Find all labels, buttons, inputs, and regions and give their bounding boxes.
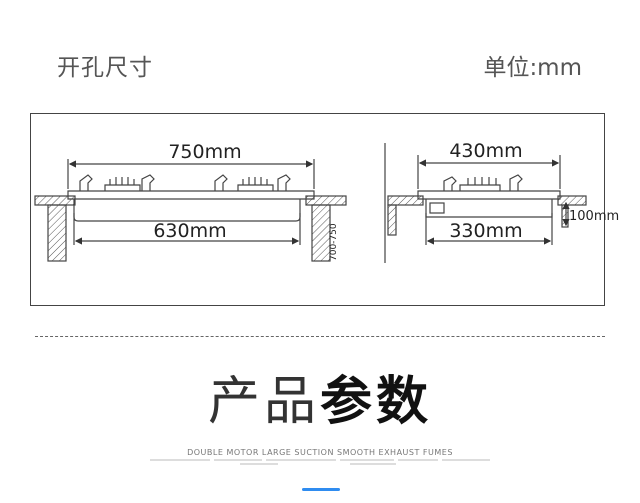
pan-support [141,174,155,191]
page-title: 开孔尺寸 [57,55,153,81]
side-view [384,143,587,263]
heading-part-1: 产品 [207,372,320,432]
countertop-left [34,195,76,206]
section-heading: 产品参数 [0,372,640,432]
pan-support [214,174,228,191]
countertop-lip [561,204,569,228]
pan-support [443,176,457,191]
stove-body [73,199,301,222]
stove-side-plate [417,190,561,200]
countertop-side [387,195,424,206]
dim-label-430: 430mm [449,140,522,162]
dim-label-depth: 700-750 [329,223,339,261]
control-box [429,202,445,214]
countertop-right [305,195,347,206]
dim-label-750: 750mm [168,141,241,163]
dim-label-630: 630mm [153,220,226,242]
heading-part-2: 参数 [320,372,433,432]
diagram-frame [30,113,605,306]
fine-print-decoration [150,459,490,467]
section-subtitle: DOUBLE MOTOR LARGE SUCTION SMOOTH EXHAUS… [187,448,453,457]
unit-label: 单位:mm [483,55,582,81]
cabinet-leg-right [311,204,331,262]
cutout-dimension-diagram: 750mm 630mm 700-750 430mm 330mm 100mm [34,140,619,263]
burner-right [237,177,274,191]
pan-support [509,174,523,191]
cabinet-leg-left [47,204,67,262]
dim-label-100: 100mm [569,209,619,224]
section-divider [35,336,605,337]
stove-side-body [425,199,553,218]
burner-side [459,177,501,191]
carousel-indicator[interactable] [302,488,340,491]
countertop-front [557,195,587,206]
pan-support [79,174,93,191]
burner-left [104,177,141,191]
wall-back [387,204,397,236]
front-view [34,159,347,262]
stove-top-plate [67,190,315,200]
dim-label-330: 330mm [449,220,522,242]
pan-support [277,174,291,191]
